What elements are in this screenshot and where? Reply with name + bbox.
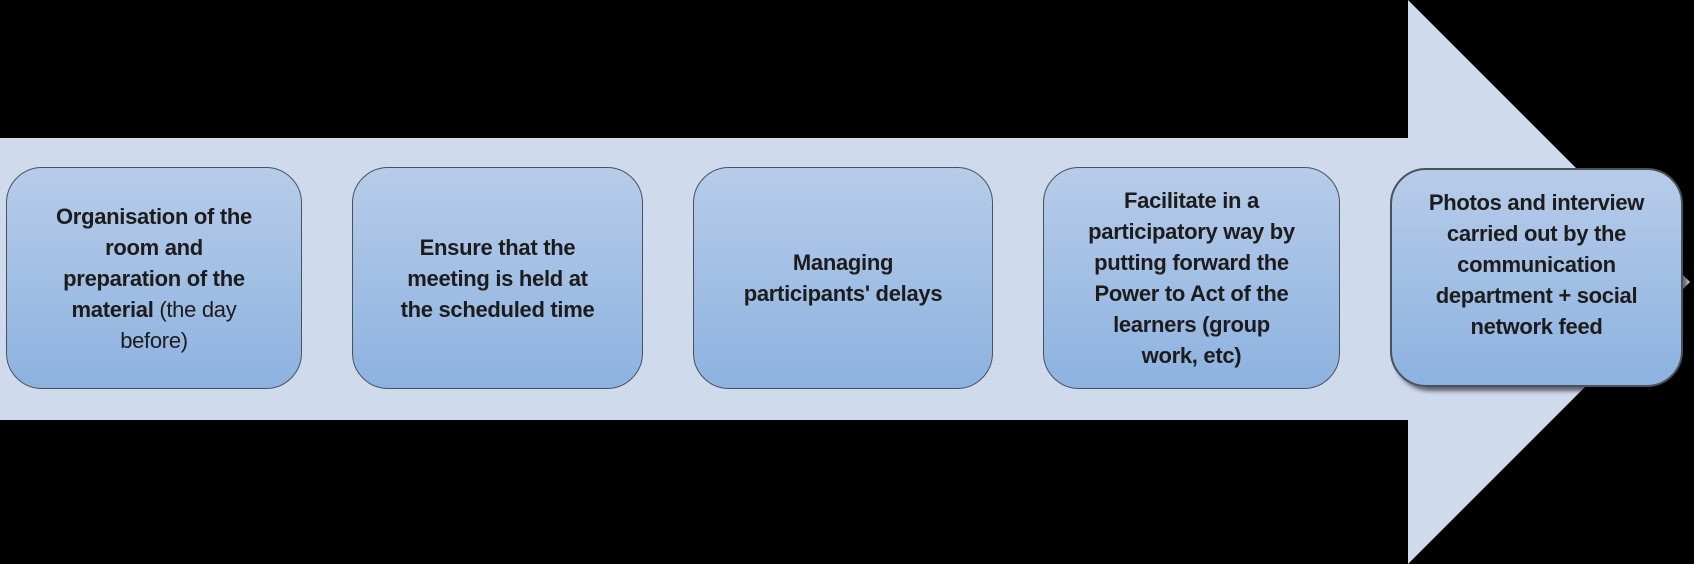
- step-text-5: Photos and interview carried out by the …: [1428, 190, 1645, 339]
- step-box-4: Facilitate in a participatory way by put…: [1043, 167, 1340, 389]
- step-text-2: Ensure that the meeting is held at the s…: [400, 234, 595, 322]
- step-box-2: Ensure that the meeting is held at the s…: [352, 167, 643, 389]
- step-text-3: Managing participants' delays: [743, 250, 943, 306]
- step-box-1: Organisation of the room and preparation…: [6, 167, 302, 389]
- step-text-4: Facilitate in a participatory way by put…: [1088, 188, 1295, 368]
- step-box-3: Managing participants' delays: [693, 167, 993, 389]
- step-text-1: Organisation of the room and preparation…: [56, 203, 252, 353]
- step-box-5: Photos and interview carried out by the …: [1390, 168, 1683, 387]
